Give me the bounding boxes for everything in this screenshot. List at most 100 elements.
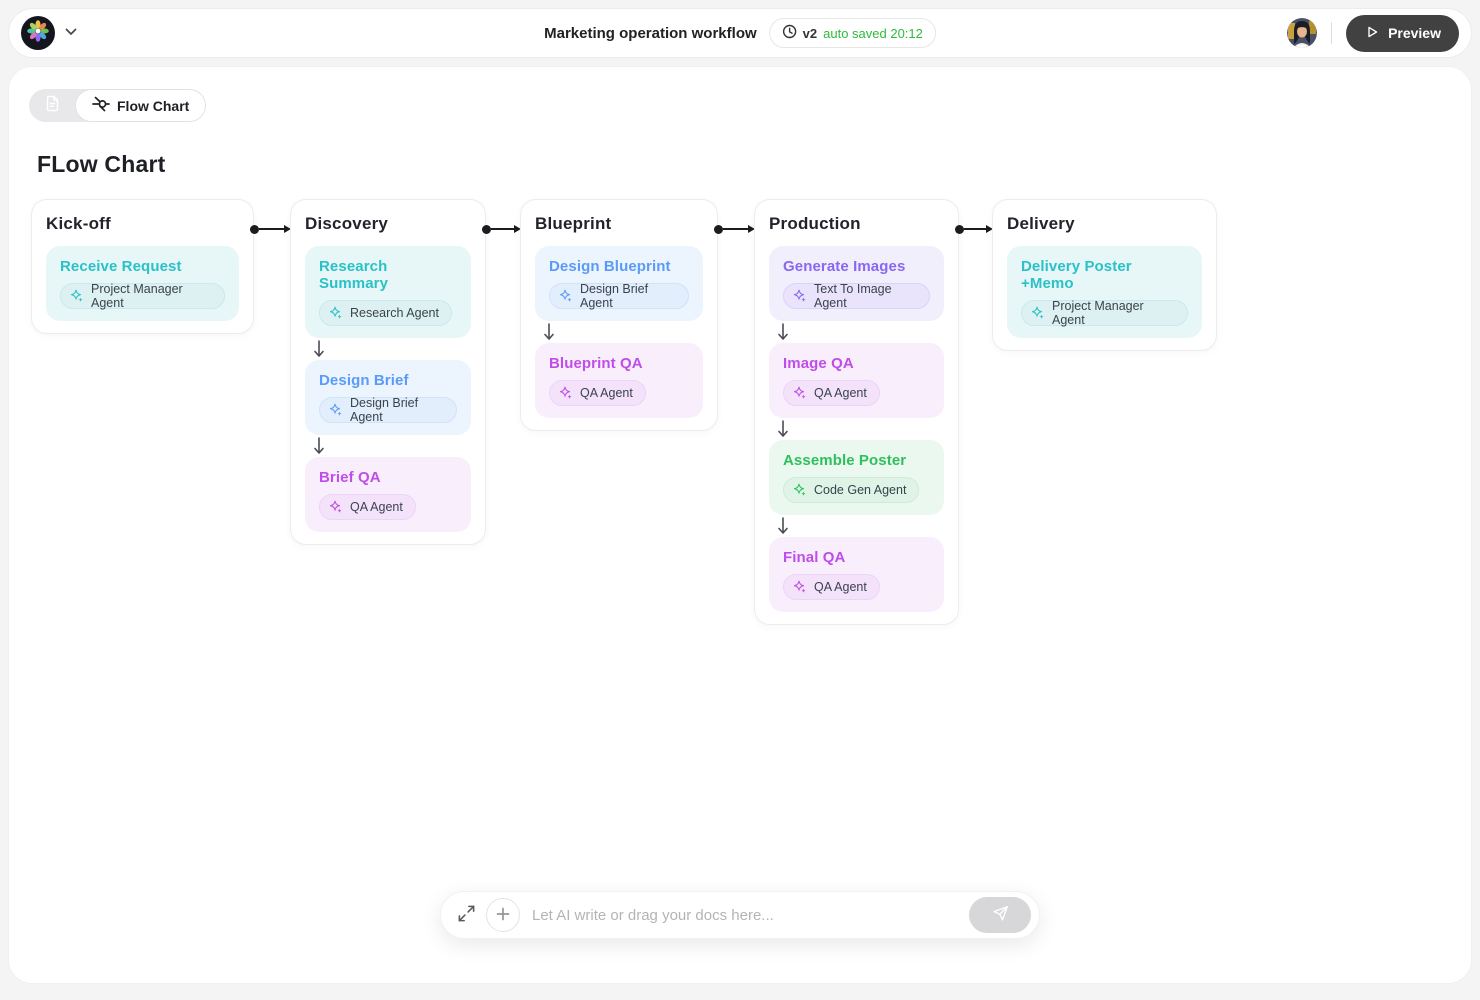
down-arrow-icon (305, 338, 471, 360)
workspace-switcher[interactable] (21, 16, 77, 50)
stage-title: Blueprint (535, 214, 612, 233)
agent-badge: Project Manager Agent (1021, 299, 1188, 327)
down-arrow-icon (535, 321, 703, 343)
stage-connector-arrow (955, 224, 993, 234)
expand-icon (457, 904, 476, 926)
flow-node[interactable]: Research Summary Research Agent (305, 246, 471, 338)
agent-badge-label: Text To Image Agent (814, 282, 892, 310)
agent-badge: Design Brief Agent (549, 282, 689, 310)
stage-title: Kick-off (46, 214, 111, 233)
avatar[interactable] (1287, 18, 1318, 48)
app-header: Marketing operation workflow v2 auto sav… (8, 8, 1472, 58)
flow-node[interactable]: Image QA QA Agent (769, 343, 944, 418)
chevron-down-icon[interactable] (65, 24, 77, 42)
document-tab-icon (44, 95, 61, 117)
ai-composer-bar (440, 891, 1040, 939)
stage-connector-arrow (250, 224, 291, 234)
agent-badge-label: Project Manager Agent (1052, 299, 1144, 327)
down-arrow-icon (769, 321, 944, 343)
sparkle-agent-icon (69, 288, 85, 304)
page-title: FLow Chart (37, 151, 166, 177)
agent-badge: Design Brief Agent (319, 396, 457, 424)
ai-prompt-input[interactable] (532, 906, 969, 924)
agent-badge: Text To Image Agent (783, 282, 930, 310)
node-title: Final QA (783, 549, 846, 566)
version-badge[interactable]: v2 auto saved 20:12 (768, 18, 936, 48)
sparkle-agent-icon (558, 385, 574, 401)
agent-badge-label: QA Agent (580, 386, 633, 400)
plus-icon (495, 906, 511, 925)
stage-title: Production (769, 214, 861, 233)
node-title: Design Brief (319, 372, 409, 389)
tab-document[interactable] (29, 89, 75, 122)
flow-node[interactable]: Delivery Poster +Memo Project Manager Ag… (1007, 246, 1202, 338)
agent-badge-label: Project Manager Agent (91, 282, 183, 310)
flow-node[interactable]: Final QA QA Agent (769, 537, 944, 612)
stage-connector-arrow (714, 224, 755, 234)
agent-badge: Code Gen Agent (783, 477, 920, 503)
agent-badge: QA Agent (783, 380, 880, 406)
agent-badge-label: Design Brief Agent (350, 396, 419, 424)
sparkle-agent-icon (328, 305, 344, 321)
flow-node[interactable]: Generate Images Text To Image Agent (769, 246, 944, 321)
stage-connector-arrow (482, 224, 521, 234)
clock-icon (782, 24, 797, 42)
app-logo[interactable] (21, 16, 55, 50)
node-title: Delivery Poster +Memo (1021, 258, 1132, 292)
sparkle-agent-icon (792, 288, 808, 304)
send-plane-icon (992, 905, 1009, 925)
agent-badge-label: Code Gen Agent (814, 483, 907, 497)
agent-badge-label: QA Agent (814, 386, 867, 400)
agent-badge: Research Agent (319, 300, 452, 326)
flow-node[interactable]: Assemble Poster Code Gen Agent (769, 440, 944, 515)
sparkle-agent-icon (328, 499, 344, 515)
node-title: Blueprint QA (549, 355, 643, 372)
down-arrow-icon (769, 515, 944, 537)
down-arrow-icon (769, 418, 944, 440)
down-arrow-icon (305, 435, 471, 457)
sparkle-agent-icon (792, 482, 808, 498)
agent-badge: QA Agent (783, 574, 880, 600)
flowchart-icon (92, 95, 110, 116)
agent-badge: QA Agent (319, 494, 416, 520)
version-number: v2 (802, 25, 818, 41)
flow-node[interactable]: Receive Request Project Manager Agent (46, 246, 239, 321)
node-title: Design Blueprint (549, 258, 671, 275)
flow-node[interactable]: Brief QA QA Agent (305, 457, 471, 532)
agent-badge-label: Research Agent (350, 306, 439, 320)
node-title: Receive Request (60, 258, 182, 275)
tab-flow-chart-label: Flow Chart (117, 97, 190, 114)
autosave-status: auto saved 20:12 (823, 25, 923, 41)
stage-title: Discovery (305, 214, 389, 233)
document-title: Marketing operation workflow (544, 24, 757, 42)
sparkle-agent-icon (792, 579, 808, 595)
node-title: Brief QA (319, 469, 381, 486)
flow-node[interactable]: Blueprint QA QA Agent (535, 343, 703, 418)
add-attachment-button[interactable] (486, 898, 520, 932)
tab-bar: Flow Chart (29, 89, 207, 122)
stage-title: Delivery (1007, 214, 1075, 233)
tab-flow-chart[interactable]: Flow Chart (75, 89, 207, 122)
node-title: Research Summary (319, 258, 389, 292)
node-title: Generate Images (783, 258, 906, 275)
sparkle-agent-icon (1030, 305, 1046, 321)
agent-badge-label: Design Brief Agent (580, 282, 649, 310)
preview-button[interactable]: Preview (1346, 14, 1459, 52)
flow-node[interactable]: Design Brief Design Brief Agent (305, 360, 471, 435)
agent-badge-label: QA Agent (814, 580, 867, 594)
expand-button[interactable] (455, 902, 478, 928)
send-button[interactable] (969, 897, 1031, 933)
sparkle-agent-icon (558, 288, 574, 304)
sparkle-agent-icon (792, 385, 808, 401)
flow-node[interactable]: Design Blueprint Design Brief Agent (535, 246, 703, 321)
node-title: Image QA (783, 355, 854, 372)
agent-badge: QA Agent (549, 380, 646, 406)
preview-button-label: Preview (1388, 25, 1441, 41)
agent-badge: Project Manager Agent (60, 282, 225, 310)
